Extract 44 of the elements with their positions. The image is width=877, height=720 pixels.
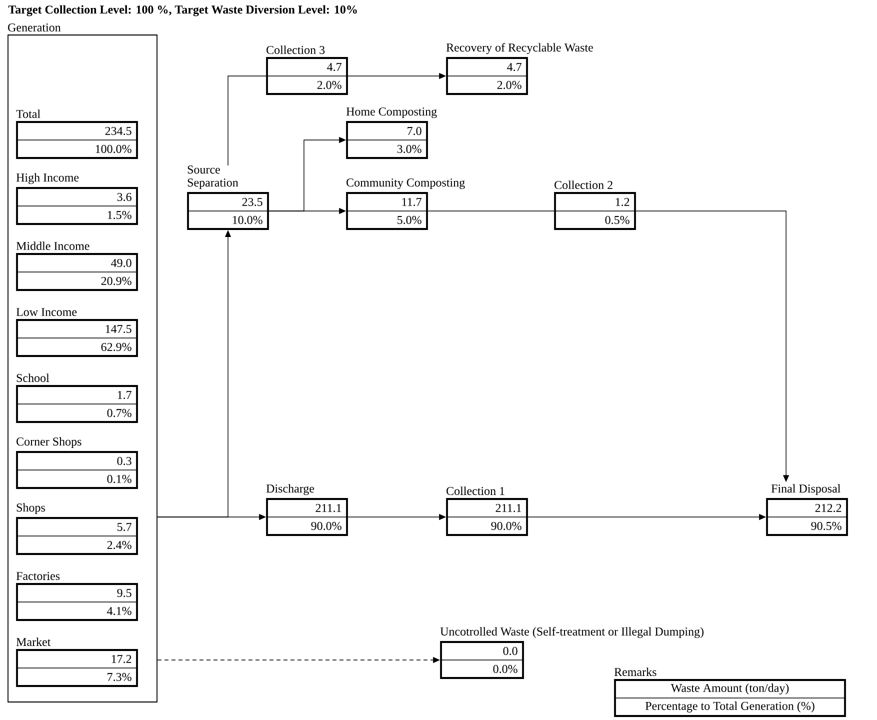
value-box: 11.7 5.0% <box>346 192 428 230</box>
box-heading: Uncotrolled Waste (Self-treatment or Illegal Dumping) <box>440 627 704 638</box>
value-box: 5.7 2.4% <box>16 517 138 555</box>
box-heading: School <box>16 374 50 382</box>
value-box: 4.7 2.0% <box>446 57 528 95</box>
box-heading: Remarks <box>614 668 656 676</box>
box-heading: Community Composting <box>346 178 465 190</box>
value-box: 212.2 90.5% <box>766 498 848 536</box>
box-heading: Corner Shops <box>16 437 82 448</box>
box-heading: Home Composting <box>346 108 437 118</box>
diagram-title: Target Collection Level: 100 %, Target Waste Diversion Level: 10% <box>8 5 357 16</box>
box-heading: Recovery of Recyclable Waste <box>446 43 593 54</box>
value-box: 49.0 20.9% <box>16 253 138 291</box>
value-box: 234.5 100.0% <box>16 121 138 159</box>
box-heading: Final Disposal <box>771 484 840 496</box>
value-box: 147.5 62.9% <box>16 319 138 357</box>
connector-line <box>228 76 266 166</box>
box-heading: Shops <box>16 503 45 514</box>
box-heading: Middle Income <box>16 242 90 250</box>
box-heading: Source Separation <box>188 166 238 190</box>
value-box: 0.0 0.0% <box>440 641 524 679</box>
box-heading: High Income <box>16 173 79 184</box>
box-heading: Low Income <box>16 308 77 316</box>
value-box: 7.0 3.0% <box>346 121 428 159</box>
value-box: 211.1 90.0% <box>446 498 528 536</box>
box-heading: Collection 2 <box>554 180 612 190</box>
box-heading: Collection 3 <box>266 46 325 54</box>
box-heading: Generation <box>8 23 61 32</box>
box-heading: Collection 1 <box>446 486 504 496</box>
value-box: 9.5 4.1% <box>16 583 138 621</box>
box-heading: Factories <box>16 572 60 580</box>
value-box: 1.2 0.5% <box>554 192 636 230</box>
value-box: 4.7 2.0% <box>266 57 348 95</box>
value-box: 3.6 1.5% <box>16 187 138 225</box>
value-box: 17.2 7.3% <box>16 649 138 687</box>
box-heading: Market <box>16 638 51 646</box>
value-box: 1.7 0.7% <box>16 385 138 423</box>
box-heading: Total <box>16 110 40 118</box>
value-box: 0.3 0.1% <box>16 451 138 489</box>
box-heading: Discharge <box>266 484 314 496</box>
connector-line <box>428 210 554 212</box>
value-box: 23.5 10.0% <box>187 192 269 230</box>
value-box: 211.1 90.0% <box>266 498 348 536</box>
remarks-box: Waste Amount (ton/day) Percentage to Total Generation (%) <box>614 679 846 717</box>
